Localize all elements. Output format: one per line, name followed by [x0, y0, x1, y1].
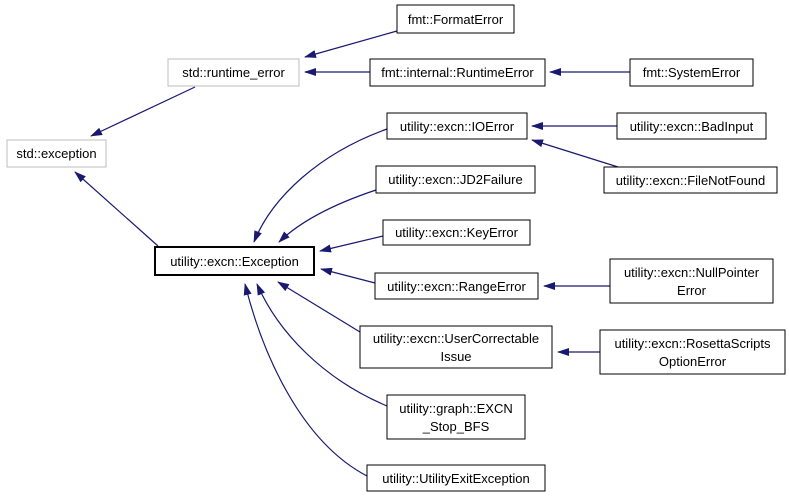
node-utility-excn-rangeerror[interactable]: utility::excn::RangeError: [374, 272, 539, 300]
edge-utilityexitexception-to-excn-exception: [243, 283, 368, 477]
node-utility-excn-jd2failure[interactable]: utility::excn::JD2Failure: [375, 165, 536, 194]
node-utility-excn-exception: utility::excn::Exception: [154, 246, 315, 276]
node-box[interactable]: [369, 58, 546, 87]
node-utility-excn-filenotfound[interactable]: utility::excn::FileNotFound: [603, 166, 778, 194]
node-utility-excn-rosettascripts-optionerror[interactable]: utility::excn::RosettaScripts OptionErro…: [599, 329, 786, 375]
edge-usercorrectable-to-excn-exception: [277, 281, 361, 333]
node-label: std::exception: [16, 146, 96, 161]
node-box: [154, 246, 315, 276]
node-utility-graph-excn-stop-bfs[interactable]: utility::graph::EXCN _Stop_BFS: [386, 394, 526, 440]
edge-excn-exception-to-std-exception: [74, 171, 159, 247]
node-box[interactable]: [374, 272, 539, 300]
edge-rangeerror-to-excn-exception: [320, 267, 376, 284]
node-fmt-format-error[interactable]: fmt::FormatError: [396, 4, 515, 34]
edge-formaterror-to-runtime-error: [304, 30, 398, 58]
node-utility-excn-badinput[interactable]: utility::excn::BadInput: [616, 112, 767, 140]
node-label[interactable]: fmt::internal::RuntimeError: [381, 65, 534, 80]
node-box: [167, 58, 300, 87]
node-label[interactable]: utility::excn::BadInput: [630, 119, 754, 134]
edge-runtime-error-to-exception: [90, 86, 196, 137]
node-box[interactable]: [382, 219, 531, 246]
node-box[interactable]: [386, 112, 528, 140]
node-label-line2[interactable]: OptionError: [659, 354, 727, 369]
edge-group: [74, 30, 630, 477]
node-utility-excn-keyerror[interactable]: utility::excn::KeyError: [382, 219, 531, 246]
node-label-line1[interactable]: utility::excn::UserCorrectable: [373, 331, 539, 346]
node-utility-excn-usercorrectable-issue[interactable]: utility::excn::UserCorrectable Issue: [359, 325, 553, 369]
node-std-exception: std::exception: [6, 139, 107, 168]
node-box[interactable]: [386, 394, 526, 440]
node-label[interactable]: utility::excn::IOError: [400, 119, 515, 134]
edge-ioerror-to-excn-exception: [253, 128, 388, 243]
node-box[interactable]: [609, 258, 774, 304]
node-box: [6, 139, 107, 168]
node-box[interactable]: [359, 325, 553, 369]
node-fmt-internal-runtime-error[interactable]: fmt::internal::RuntimeError: [369, 58, 546, 87]
node-label: utility::excn::Exception: [170, 254, 299, 269]
node-label[interactable]: utility::excn::FileNotFound: [616, 173, 766, 188]
node-label-line1[interactable]: utility::excn::NullPointer: [624, 265, 760, 280]
node-label[interactable]: utility::excn::KeyError: [395, 225, 518, 240]
edge-excn-stop-bfs-to-excn-exception: [256, 283, 388, 407]
node-label[interactable]: utility::UtilityExitException: [382, 471, 529, 486]
node-utility-excn-ioerror[interactable]: utility::excn::IOError: [386, 112, 528, 140]
node-utility-excn-nullpointer-error[interactable]: utility::excn::NullPointer Error: [609, 258, 774, 304]
node-std-runtime-error: std::runtime_error: [167, 58, 300, 87]
node-label-line2[interactable]: _Stop_BFS: [422, 419, 490, 434]
node-label[interactable]: fmt::FormatError: [408, 12, 504, 27]
edge-jd2failure-to-excn-exception: [278, 189, 377, 243]
node-label-line2[interactable]: Issue: [440, 349, 471, 364]
node-box[interactable]: [629, 58, 754, 87]
node-label[interactable]: fmt::SystemError: [643, 65, 741, 80]
node-box[interactable]: [396, 4, 515, 34]
node-label[interactable]: utility::excn::RangeError: [387, 279, 526, 294]
node-box[interactable]: [599, 329, 786, 375]
node-label-line2[interactable]: Error: [677, 283, 707, 298]
edge-keyerror-to-excn-exception: [319, 235, 384, 253]
node-utility-utilityexitexception[interactable]: utility::UtilityExitException: [366, 464, 546, 492]
node-fmt-system-error[interactable]: fmt::SystemError: [629, 58, 754, 87]
node-box[interactable]: [366, 464, 546, 492]
node-box[interactable]: [616, 112, 767, 140]
node-label-line1[interactable]: utility::excn::RosettaScripts: [614, 336, 771, 351]
node-label: std::runtime_error: [182, 65, 285, 80]
node-label[interactable]: utility::excn::JD2Failure: [388, 172, 522, 187]
node-label-line1[interactable]: utility::graph::EXCN: [399, 401, 512, 416]
edge-filenotfound-to-ioerror: [531, 139, 619, 168]
node-box[interactable]: [375, 165, 536, 194]
node-box[interactable]: [603, 166, 778, 194]
